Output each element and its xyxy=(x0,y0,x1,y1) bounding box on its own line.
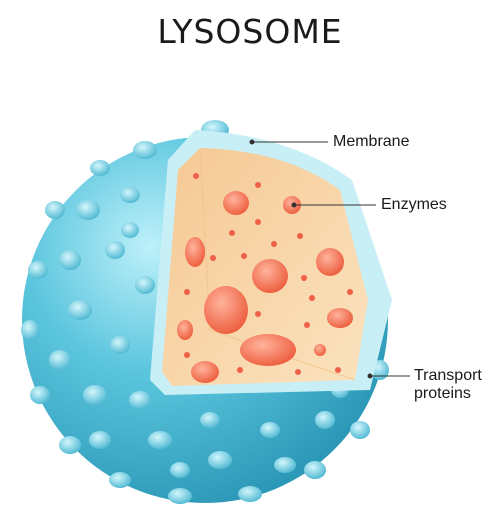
label-transport-line2: proteins xyxy=(414,385,471,402)
transport-protein-bumps xyxy=(21,120,389,504)
label-membrane: Membrane xyxy=(333,133,410,150)
label-enzymes: Enzymes xyxy=(381,196,447,213)
label-transport-line1: Transport xyxy=(414,367,482,384)
small-enzyme-dots xyxy=(184,173,353,375)
leader-lines xyxy=(249,139,410,379)
label-transport-proteins: Transport proteins xyxy=(414,367,482,403)
diagram-title: LYSOSOME xyxy=(157,12,343,51)
